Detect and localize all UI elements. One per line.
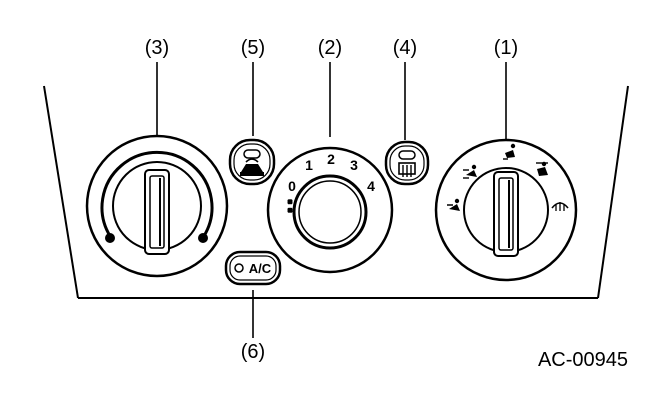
fan-icon bbox=[287, 199, 293, 213]
leader-lines bbox=[156, 62, 507, 338]
control-panel-outline bbox=[43, 85, 629, 299]
fan-speed-knob[interactable]: 0 1 2 3 4 bbox=[266, 146, 394, 274]
rear-defogger-icon bbox=[398, 162, 416, 177]
hot-dot-icon bbox=[198, 233, 208, 243]
temperature-knob-grip[interactable] bbox=[144, 169, 170, 255]
foot-defrost-icon bbox=[536, 161, 548, 176]
air-inlet-select-button[interactable] bbox=[228, 138, 276, 186]
ac-switch[interactable]: A/C bbox=[224, 250, 282, 286]
mode-knob-grip[interactable] bbox=[493, 171, 519, 257]
bi-level-icon bbox=[463, 164, 477, 179]
indicator-lamp-icon bbox=[398, 150, 416, 160]
fan-speed-0: 0 bbox=[288, 178, 296, 194]
rear-defogger-button[interactable] bbox=[384, 140, 430, 186]
foot-icon bbox=[503, 143, 516, 160]
fan-speed-2: 2 bbox=[327, 151, 335, 167]
callout-1: (1) bbox=[494, 37, 518, 59]
cold-dot-icon bbox=[105, 233, 115, 243]
vent-face-icon bbox=[447, 198, 460, 211]
callout-2: (2) bbox=[318, 37, 342, 59]
callout-5: (5) bbox=[241, 37, 265, 59]
fan-speed-4: 4 bbox=[367, 178, 375, 194]
callout-3: (3) bbox=[145, 37, 169, 59]
callout-6: (6) bbox=[241, 341, 265, 363]
air-inlet-select-icon bbox=[240, 158, 264, 176]
indicator-lamp-icon bbox=[243, 149, 261, 159]
figure-id: AC-00945 bbox=[538, 349, 628, 371]
ac-indicator-lamp-icon bbox=[234, 263, 244, 273]
callout-4: (4) bbox=[393, 37, 417, 59]
temperature-control-knob[interactable] bbox=[85, 134, 229, 278]
ac-button-label: A/C bbox=[249, 261, 272, 276]
air-flow-mode-knob[interactable] bbox=[434, 138, 578, 282]
defrost-icon bbox=[551, 202, 569, 211]
fan-speed-1: 1 bbox=[305, 157, 313, 173]
fan-speed-3: 3 bbox=[350, 157, 358, 173]
